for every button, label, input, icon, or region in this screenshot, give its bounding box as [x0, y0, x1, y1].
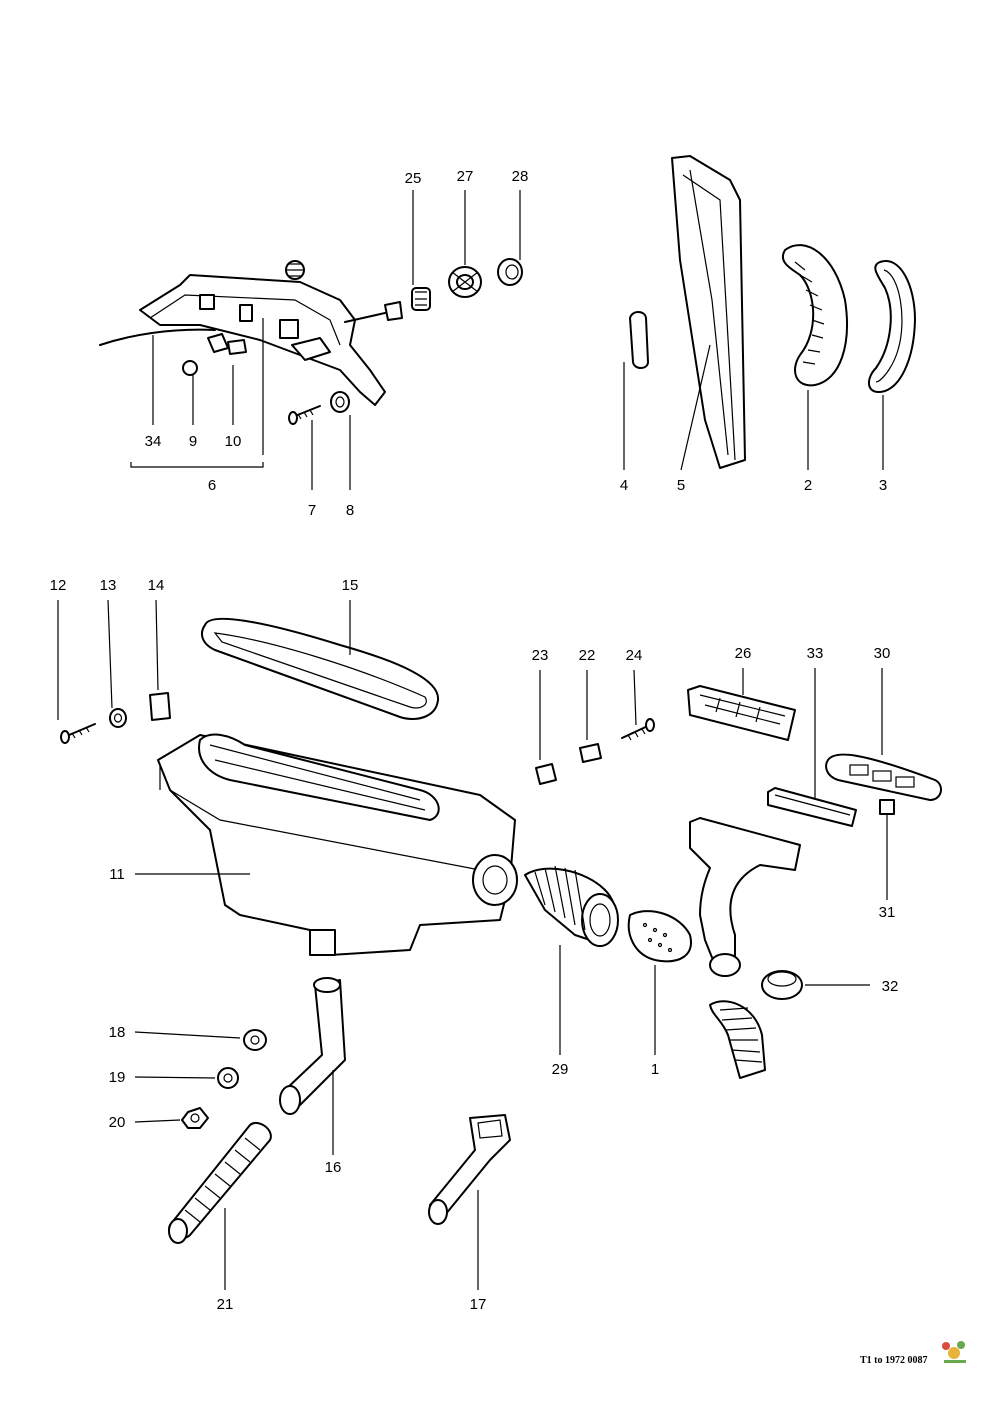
- ring-28: [497, 258, 523, 286]
- callout-33: 33: [807, 645, 824, 662]
- long-trim-5: [671, 155, 746, 469]
- grille-2: [781, 244, 848, 387]
- vent-26: [687, 685, 796, 741]
- callout-22: 22: [579, 647, 596, 664]
- callout-15: 15: [342, 577, 359, 594]
- vent-33: [767, 787, 857, 827]
- callout-27: 27: [457, 168, 474, 185]
- heater-box-11: [157, 733, 518, 956]
- callout-10: 10: [225, 433, 242, 450]
- callout-4: 4: [620, 477, 628, 494]
- small-parts-12-13-14: [60, 692, 171, 744]
- duct-1: [627, 817, 801, 977]
- publisher-logo-icon: [942, 1341, 966, 1363]
- callout-17: 17: [470, 1296, 487, 1313]
- clip-4: [629, 311, 649, 369]
- callout-20: 20: [109, 1114, 126, 1131]
- callout-24: 24: [626, 647, 643, 664]
- pipe-16: [279, 977, 346, 1115]
- hose-21: [168, 1121, 272, 1244]
- callout-12: 12: [50, 577, 67, 594]
- callout-2: 2: [804, 477, 812, 494]
- gasket-15: [201, 617, 440, 720]
- cap-32: [761, 970, 803, 1000]
- callout-9: 9: [189, 433, 197, 450]
- callout-29: 29: [552, 1061, 569, 1078]
- callout-18: 18: [109, 1024, 126, 1041]
- screw-7-washer-8: [288, 391, 350, 425]
- callout-25: 25: [405, 170, 422, 187]
- knob-25: [411, 287, 431, 311]
- callout-21: 21: [217, 1296, 234, 1313]
- callout-26: 26: [735, 645, 752, 662]
- callout-8: 8: [346, 502, 354, 519]
- callout-28: 28: [512, 168, 529, 185]
- callout-3: 3: [879, 477, 887, 494]
- callout-30: 30: [874, 645, 891, 662]
- bellows-29: [524, 865, 619, 947]
- callout-19: 19: [109, 1069, 126, 1086]
- clip-31: [879, 799, 895, 815]
- reference-code: T1 to 1972 0087: [860, 1355, 928, 1366]
- callout-13: 13: [100, 577, 117, 594]
- callout-16: 16: [325, 1159, 342, 1176]
- callout-11: 11: [109, 866, 125, 883]
- callout-6: 6: [208, 477, 216, 494]
- leader-lines: [57, 190, 888, 1290]
- callout-14: 14: [148, 577, 165, 594]
- small-parts-22-23-24: [535, 718, 655, 785]
- hose-right: [709, 1000, 766, 1079]
- callout-32: 32: [882, 978, 899, 995]
- callout-34: 34: [145, 433, 162, 450]
- pipe-17: [428, 1114, 511, 1225]
- callout-23: 23: [532, 647, 549, 664]
- seal-3: [868, 259, 916, 394]
- vent-30: [825, 753, 942, 801]
- knob-27: [448, 266, 482, 298]
- small-parts-9-10: [182, 339, 247, 376]
- callout-5: 5: [677, 477, 685, 494]
- callout-31: 31: [879, 904, 896, 921]
- callout-1: 1: [651, 1061, 659, 1078]
- control-lever-assembly: [99, 260, 403, 406]
- washers-18-19-20: [181, 1029, 267, 1129]
- callout-7: 7: [308, 502, 316, 519]
- callout-labels: 1 2 3 4 5 6 7 8 9 10 11 12 13 14 15 16 1…: [50, 168, 899, 1313]
